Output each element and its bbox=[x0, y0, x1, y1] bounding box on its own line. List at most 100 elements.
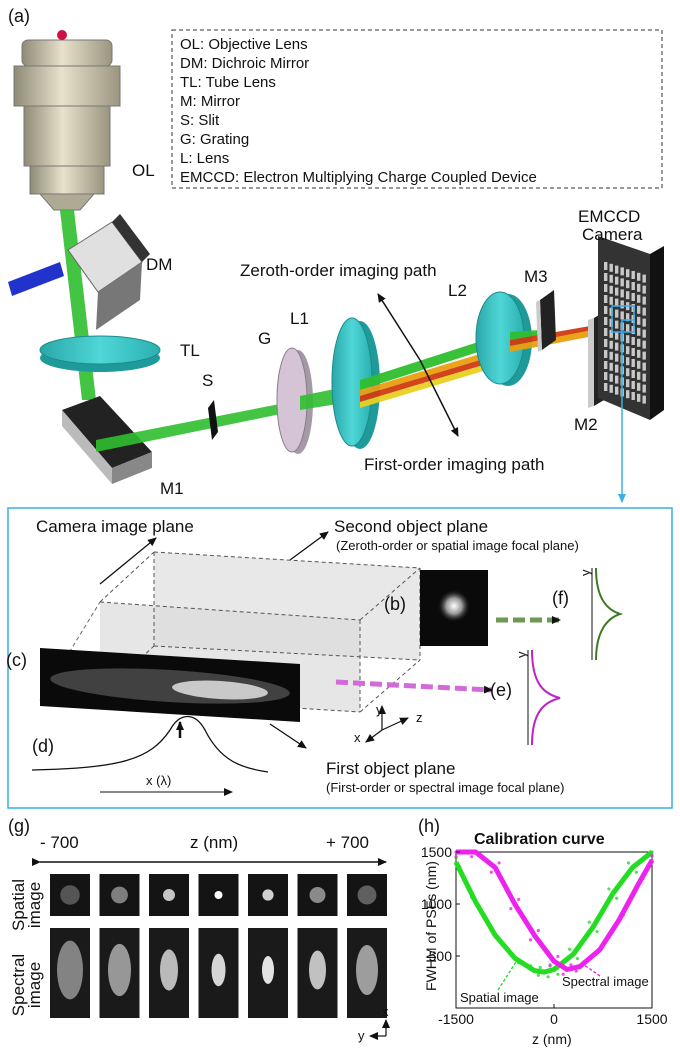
chart-point bbox=[528, 938, 533, 942]
sensor-pixel bbox=[609, 318, 613, 327]
sensor-pixel bbox=[615, 353, 619, 362]
annot-arrow-spatial bbox=[497, 961, 517, 991]
sensor-pixel bbox=[637, 294, 641, 303]
inset-connector bbox=[618, 319, 634, 503]
sensor-pixel bbox=[604, 328, 608, 336]
label-plus-700: + 700 bbox=[326, 833, 369, 852]
sensor-pixel bbox=[620, 300, 624, 309]
arrow-first-profile bbox=[335, 679, 493, 694]
sensor-pixel bbox=[615, 364, 619, 373]
slit bbox=[208, 400, 218, 440]
sensor-pixel bbox=[631, 304, 635, 312]
sensor-pixel bbox=[615, 309, 619, 318]
sensor-pixel bbox=[609, 307, 613, 316]
panel-a: (a) OL: Objective Lens DM: Dichroic Mirr… bbox=[8, 6, 664, 503]
sensor-pixel bbox=[637, 327, 641, 336]
label-first-plane-sub: (First-order or spectral image focal pla… bbox=[326, 780, 564, 795]
sensor-pixel bbox=[631, 326, 635, 334]
annot-spectral: Spectral image bbox=[562, 974, 649, 989]
sensor-pixel bbox=[626, 357, 630, 366]
arrow-first-plane bbox=[269, 723, 307, 749]
chart-point bbox=[574, 969, 578, 973]
chart-point bbox=[470, 855, 474, 859]
chart-curve-spatial bbox=[453, 850, 654, 975]
x-tick-label: 0 bbox=[550, 1011, 558, 1027]
sensor-pixel bbox=[642, 362, 646, 371]
legend-item-ol: OL: Objective Lens bbox=[180, 36, 308, 53]
spectral-image-c bbox=[40, 648, 300, 722]
label-l1: L1 bbox=[290, 309, 309, 328]
row-label-spectral-2: image bbox=[25, 962, 44, 1008]
label-m1: M1 bbox=[160, 479, 184, 498]
sensor-pixel bbox=[637, 305, 641, 314]
sensor-pixel bbox=[604, 350, 608, 358]
legend-item-dm: DM: Dichroic Mirror bbox=[180, 55, 309, 72]
label-first-plane: First object plane bbox=[326, 759, 455, 778]
chart-xlabel: z (nm) bbox=[532, 1031, 572, 1047]
sensor-pixel bbox=[615, 320, 619, 329]
sensor-pixel bbox=[642, 384, 646, 393]
x-tick-label: -1500 bbox=[438, 1011, 474, 1027]
chart-point bbox=[536, 928, 540, 933]
sensor-pixel bbox=[620, 267, 624, 276]
sensor-pixel bbox=[637, 360, 641, 369]
tube-lens bbox=[39, 335, 161, 372]
beams-l1-l2 bbox=[360, 335, 500, 408]
spectral-spot bbox=[57, 940, 83, 1000]
sensor-pixel bbox=[615, 265, 619, 274]
sensor-pixel bbox=[626, 291, 630, 300]
chart-point bbox=[615, 896, 619, 900]
sensor-pixel bbox=[604, 317, 608, 325]
sensor-pixel bbox=[609, 329, 613, 338]
sensor-pixel bbox=[631, 282, 635, 290]
sensor-pixel bbox=[609, 373, 613, 382]
chart-point bbox=[548, 964, 552, 968]
axes-xy-g bbox=[369, 1019, 390, 1040]
label-m2: M2 bbox=[574, 415, 598, 434]
camera-sensor-grid bbox=[604, 262, 646, 404]
label-camera-line2: Camera bbox=[582, 225, 643, 244]
sensor-pixel bbox=[642, 329, 646, 338]
chart-point bbox=[556, 972, 560, 976]
sensor-pixel bbox=[626, 335, 630, 344]
label-m3: M3 bbox=[524, 267, 548, 286]
sensor-pixel bbox=[609, 285, 613, 294]
spatial-spot bbox=[309, 887, 326, 903]
sensor-pixel bbox=[615, 386, 619, 395]
chart-point bbox=[607, 887, 611, 891]
label-s: S bbox=[202, 371, 213, 390]
sensor-pixel bbox=[642, 318, 646, 327]
chart-point bbox=[546, 975, 550, 979]
inset-panel: Camera image plane Second object plane (… bbox=[6, 507, 673, 809]
label-second-plane: Second object plane bbox=[334, 517, 488, 536]
profile-e: y bbox=[514, 649, 561, 746]
path-arrow-lower bbox=[419, 359, 459, 437]
sensor-pixel bbox=[609, 263, 613, 272]
chart-point bbox=[595, 929, 599, 934]
emccd-camera bbox=[598, 236, 664, 420]
sensor-pixel bbox=[642, 285, 646, 294]
sensor-pixel bbox=[604, 273, 608, 281]
lens-l2 bbox=[475, 291, 532, 386]
sensor-pixel bbox=[626, 368, 630, 377]
sensor-pixel bbox=[626, 313, 630, 322]
sensor-pixel bbox=[609, 384, 613, 393]
mirror-m3 bbox=[536, 290, 556, 352]
spectral-spot bbox=[108, 943, 131, 997]
sensor-pixel bbox=[609, 274, 613, 283]
dichroic-mirror bbox=[67, 214, 150, 330]
label-dm: DM bbox=[146, 255, 172, 274]
sensor-pixel bbox=[615, 276, 619, 285]
spectral-spot bbox=[356, 945, 378, 995]
y-tick-label: 1500 bbox=[421, 844, 452, 860]
spectral-spot bbox=[309, 950, 326, 990]
axis-label-z: z bbox=[416, 710, 423, 725]
chart-point bbox=[489, 870, 493, 874]
panel-label-f: (f) bbox=[552, 588, 569, 608]
spectral-spot bbox=[160, 949, 178, 991]
sensor-pixel bbox=[604, 383, 608, 391]
chart-ylabel: FWHM of PSFs (nm) bbox=[423, 861, 439, 991]
svg-text:y: y bbox=[514, 651, 529, 658]
spatial-spot bbox=[60, 885, 80, 905]
